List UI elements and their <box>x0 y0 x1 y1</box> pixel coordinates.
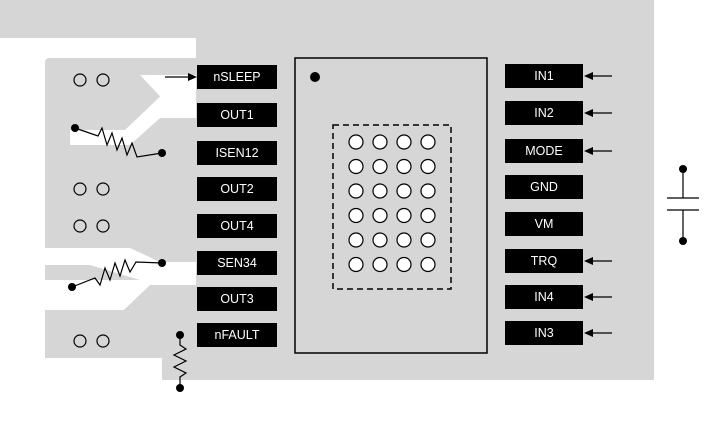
via-icon <box>96 73 110 87</box>
thermal-via-icon <box>372 256 388 273</box>
pin-out1: OUT1 <box>197 103 277 127</box>
pin-in1: IN1 <box>505 64 583 88</box>
pin-mode: MODE <box>505 139 583 163</box>
thermal-via-icon <box>396 256 412 273</box>
thermal-via-icon <box>348 256 364 273</box>
thermal-via-icon <box>396 134 412 150</box>
pin-label-in2: IN2 <box>534 106 554 120</box>
thermal-via-icon <box>348 207 364 224</box>
left-pin-column: nSLEEP OUT1 ISEN12 OUT2 OUT4 SEN34 OUT3 <box>197 65 277 347</box>
arrow-icon <box>584 109 612 117</box>
pin-label-trq: TRQ <box>531 254 558 268</box>
pin-vm: VM <box>505 212 583 236</box>
resistor-icon <box>71 258 163 288</box>
pin-nfault: nFAULT <box>197 323 277 347</box>
thermal-via-icon <box>396 207 412 224</box>
pin-label-isen12: ISEN12 <box>215 146 258 160</box>
pin1-dot-icon <box>310 72 320 82</box>
via-icon <box>73 182 87 196</box>
right-traces <box>488 58 654 280</box>
arrow-icon <box>584 293 612 301</box>
pin-label-out3: OUT3 <box>220 292 253 306</box>
pullup-resistor-nfault <box>172 331 188 392</box>
via-icon <box>96 182 110 196</box>
via-icon <box>96 219 110 233</box>
thermal-via-icon <box>348 134 364 150</box>
pin-out4: OUT4 <box>197 214 277 238</box>
pin-sen34: SEN34 <box>197 251 277 275</box>
pin-in4: IN4 <box>505 285 583 309</box>
thermal-via-icon <box>420 207 436 224</box>
pin-out2: OUT2 <box>197 177 277 201</box>
thermal-via-icon <box>420 134 436 150</box>
pin-label-out2: OUT2 <box>220 182 253 196</box>
ic-package-body <box>294 57 488 354</box>
thermal-via-icon <box>372 207 388 224</box>
pin-label-vm: VM <box>535 217 554 231</box>
right-pin-column: IN1 IN2 MODE GND VM TRQ IN4 IN3 <box>505 64 583 345</box>
thermal-via-icon <box>372 232 388 248</box>
pin-label-out4: OUT4 <box>220 219 253 233</box>
left-via-pairs <box>73 73 110 348</box>
thermal-via-icon <box>372 134 388 150</box>
thermal-via-icon <box>372 183 388 199</box>
arrow-icon <box>584 72 612 80</box>
thermal-via-icon <box>420 183 436 199</box>
pin-nsleep: nSLEEP <box>197 65 277 89</box>
pin-gnd: GND <box>505 175 583 199</box>
via-icon <box>96 334 110 348</box>
pin-isen12: ISEN12 <box>197 141 277 165</box>
thermal-via-icon <box>348 232 364 248</box>
pin-in2: IN2 <box>505 101 583 125</box>
resistor-icon <box>74 126 163 158</box>
thermal-via-icon <box>396 158 412 175</box>
pin-label-out1: OUT1 <box>220 108 253 122</box>
pin-label-nsleep: nSLEEP <box>213 70 260 84</box>
pin-label-sen34: SEN34 <box>217 256 257 270</box>
thermal-via-grid <box>348 134 436 273</box>
pin-in3: IN3 <box>505 321 583 345</box>
pin-label-gnd: GND <box>530 180 558 194</box>
thermal-via-icon <box>420 158 436 175</box>
arrow-icon <box>584 329 612 337</box>
pin-label-in1: IN1 <box>534 69 554 83</box>
pin-out3: OUT3 <box>197 287 277 311</box>
via-icon <box>73 219 87 233</box>
bypass-capacitor-vm <box>667 165 699 245</box>
resistor-icon <box>172 335 188 388</box>
thermal-pad-outline <box>332 124 452 290</box>
pin-label-nfault: nFAULT <box>215 328 260 342</box>
via-icon <box>73 73 87 87</box>
pin-label-mode: MODE <box>525 144 563 158</box>
thermal-via-icon <box>372 158 388 175</box>
sense-resistor-isen12 <box>71 124 166 158</box>
thermal-via-icon <box>420 256 436 273</box>
input-arrows-right <box>584 72 612 337</box>
arrow-icon <box>584 147 612 155</box>
via-icon <box>73 334 87 348</box>
pin-label-in4: IN4 <box>534 290 554 304</box>
pin-label-in3: IN3 <box>534 326 554 340</box>
sense-resistor-sen34 <box>68 258 166 291</box>
thermal-via-icon <box>348 158 364 175</box>
arrow-icon <box>165 73 197 81</box>
arrow-icon <box>584 257 612 265</box>
thermal-via-icon <box>396 232 412 248</box>
thermal-via-icon <box>396 183 412 199</box>
thermal-via-icon <box>348 183 364 199</box>
thermal-via-icon <box>420 232 436 248</box>
pin-trq: TRQ <box>505 249 583 273</box>
